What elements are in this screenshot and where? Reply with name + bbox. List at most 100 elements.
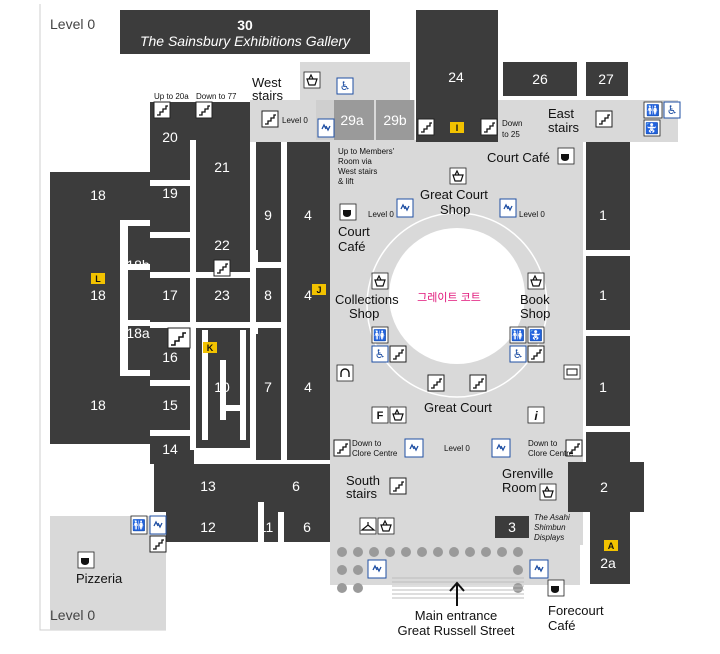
stairs-icon[interactable]	[333, 439, 351, 457]
svg-text:♿: ♿	[667, 103, 678, 117]
shop-icon[interactable]	[449, 167, 467, 185]
stairs-icon[interactable]	[195, 101, 213, 119]
asahi-line3: Displays	[534, 533, 564, 542]
stairs-icon[interactable]	[595, 110, 613, 128]
room-label: 16	[162, 349, 178, 365]
lift-icon[interactable]	[396, 198, 414, 218]
wheelchair-icon[interactable]: ♿	[336, 77, 354, 95]
stairs-icon[interactable]	[417, 118, 435, 136]
lift-icon[interactable]	[367, 559, 387, 579]
stairs-icon[interactable]	[480, 118, 498, 136]
room-26[interactable]	[503, 62, 577, 96]
room-label: 6	[303, 519, 311, 535]
svg-text:♿: ♿	[375, 347, 386, 361]
lift-icon[interactable]	[499, 198, 517, 218]
svg-text:🚻: 🚻	[373, 329, 387, 342]
room-label: 19	[162, 185, 178, 201]
room-label: 18a	[126, 325, 150, 341]
first-aid-icon[interactable]: F	[371, 406, 389, 424]
stairs-icon[interactable]	[469, 374, 487, 392]
stairs-icon[interactable]	[213, 259, 231, 277]
stairs-icon[interactable]	[527, 345, 545, 363]
badge-l	[91, 273, 105, 284]
level-label-court-right: Level 0	[519, 210, 545, 219]
toilets-icon[interactable]: 🚻	[130, 515, 148, 535]
room-3[interactable]	[495, 516, 529, 538]
room-13-6[interactable]	[154, 464, 330, 512]
shop-icon[interactable]	[371, 272, 389, 290]
room-29b[interactable]	[376, 100, 414, 140]
level-label-west: Level 0	[282, 116, 308, 125]
room-4[interactable]	[287, 142, 329, 460]
audio-guide-icon[interactable]	[336, 364, 354, 382]
room-label: 1	[599, 287, 607, 303]
stairs-icon[interactable]	[565, 439, 583, 457]
gc-shop-line2: Shop	[440, 202, 470, 217]
room-label: 1	[599, 207, 607, 223]
room-12-11-6[interactable]	[166, 512, 330, 542]
main-entrance-line2: Great Russell Street	[397, 623, 514, 638]
information-icon[interactable]: i	[527, 406, 545, 424]
badge-label: J	[316, 285, 321, 295]
room-14[interactable]	[150, 442, 194, 464]
tickets-icon[interactable]	[563, 364, 581, 380]
gallery-30[interactable]	[120, 10, 370, 54]
stairs-icon[interactable]	[389, 345, 407, 363]
toilets-icon[interactable]: 🚻	[371, 326, 389, 344]
stairs-icon[interactable]	[389, 477, 407, 495]
cafe-icon[interactable]	[557, 147, 575, 165]
shop-icon[interactable]	[389, 406, 407, 424]
cafe-icon[interactable]	[77, 551, 95, 569]
badge-label: A	[608, 541, 615, 551]
lift-icon[interactable]	[317, 118, 335, 138]
shop-icon[interactable]	[539, 483, 557, 501]
room-label: 6	[292, 478, 300, 494]
wheelchair-icon[interactable]: ♿	[371, 345, 389, 363]
cafe-icon[interactable]	[339, 203, 357, 221]
stairs-icon[interactable]	[167, 327, 191, 349]
lift-icon[interactable]	[529, 559, 549, 579]
room-1[interactable]	[586, 142, 630, 476]
lift-icon[interactable]	[149, 515, 167, 535]
toilets-icon[interactable]: 🚻	[509, 326, 527, 344]
members-line1: Up to Members'	[338, 147, 395, 156]
wheelchair-icon[interactable]: ♿	[663, 101, 681, 119]
room-29a[interactable]	[334, 100, 374, 140]
stairs-icon[interactable]	[427, 374, 445, 392]
baby-change-icon[interactable]: 🚼	[527, 326, 545, 344]
lift-icon[interactable]	[491, 438, 511, 458]
room-2[interactable]	[568, 462, 644, 512]
great-court-label: Great Court	[424, 400, 492, 415]
gallery-30-name: The Sainsbury Exhibitions Gallery	[140, 33, 351, 49]
main-entrance-line1: Main entrance	[415, 608, 497, 623]
svg-text:♿: ♿	[340, 79, 351, 93]
stairs-icon[interactable]	[261, 110, 279, 128]
stairs-icon[interactable]	[153, 101, 171, 119]
cloakroom-icon[interactable]	[359, 517, 377, 535]
asahi-line1: The Asahi	[534, 513, 570, 522]
room-18[interactable]	[50, 172, 150, 444]
west-stairs-label: West	[252, 75, 282, 90]
room-label: 7	[264, 379, 272, 395]
svg-text:🚻: 🚻	[511, 329, 525, 342]
shop-icon[interactable]	[377, 517, 395, 535]
wheelchair-icon[interactable]: ♿	[509, 345, 527, 363]
stairs-icon[interactable]	[149, 535, 167, 553]
east-stairs-label-2: stairs	[548, 120, 580, 135]
room-27[interactable]	[586, 62, 628, 96]
cafe-icon[interactable]	[547, 579, 565, 597]
down-to-25-label: Down	[502, 119, 522, 128]
room-label: 21	[214, 159, 230, 175]
shop-icon[interactable]	[303, 71, 321, 89]
entrance-bollards	[337, 547, 523, 593]
toilets-icon[interactable]: 🚻	[643, 101, 663, 119]
room-label: 23	[214, 287, 230, 303]
room-label: 4	[304, 207, 312, 223]
baby-change-icon[interactable]: 🚼	[643, 119, 661, 137]
gc-shop-line1: Great Court	[420, 187, 488, 202]
lift-icon[interactable]	[404, 438, 424, 458]
level-label-top: Level 0	[50, 16, 95, 32]
shop-icon[interactable]	[527, 272, 545, 290]
cafe-icons	[77, 147, 575, 597]
room-label: 29b	[383, 112, 407, 128]
